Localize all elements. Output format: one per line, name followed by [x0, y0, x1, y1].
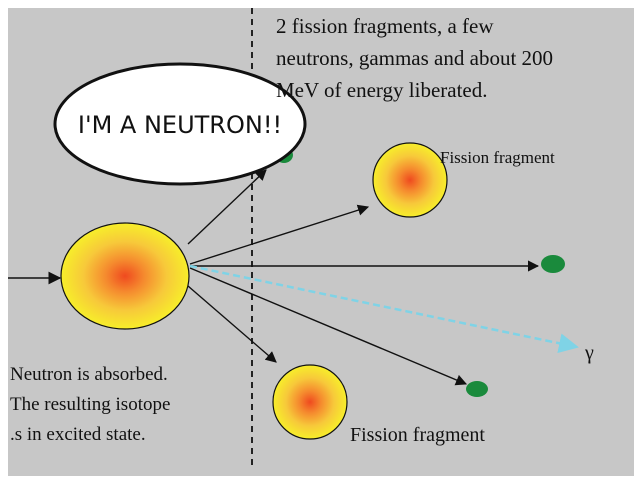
absorbed-text-line-2: The resulting isotope: [10, 394, 170, 415]
arrow-to-top-neutron: [187, 169, 267, 245]
absorbed-text-line-1: Neutron is absorbed.: [10, 364, 168, 385]
arrow-to-bottom-fragment: [187, 285, 277, 363]
header-line-3: MeV of energy liberated.: [276, 78, 488, 102]
speech-bubble-text: I'M A NEUTRON!!: [78, 111, 282, 139]
arrow-to-bottom-neutron: [189, 267, 468, 386]
speech-bubble: [53, 62, 307, 186]
header-line-1: 2 fission fragments, a few: [276, 14, 494, 38]
neutron-right: [541, 255, 565, 273]
fragment-label-top: Fission fragment: [440, 148, 555, 167]
arrow-to-top-fragment: [189, 204, 370, 265]
neutron-bottom: [466, 381, 488, 397]
absorbed-text-line-3: .s in excited state.: [10, 424, 146, 445]
header-line-2: neutrons, gammas and about 200: [276, 46, 553, 70]
target-nucleus: [60, 222, 190, 330]
fission-fragment-bottom: [272, 364, 348, 440]
gamma-label: γ: [584, 342, 594, 364]
fragment-label-bottom: Fission fragment: [350, 424, 485, 446]
fission-fragment-top: [372, 142, 448, 218]
